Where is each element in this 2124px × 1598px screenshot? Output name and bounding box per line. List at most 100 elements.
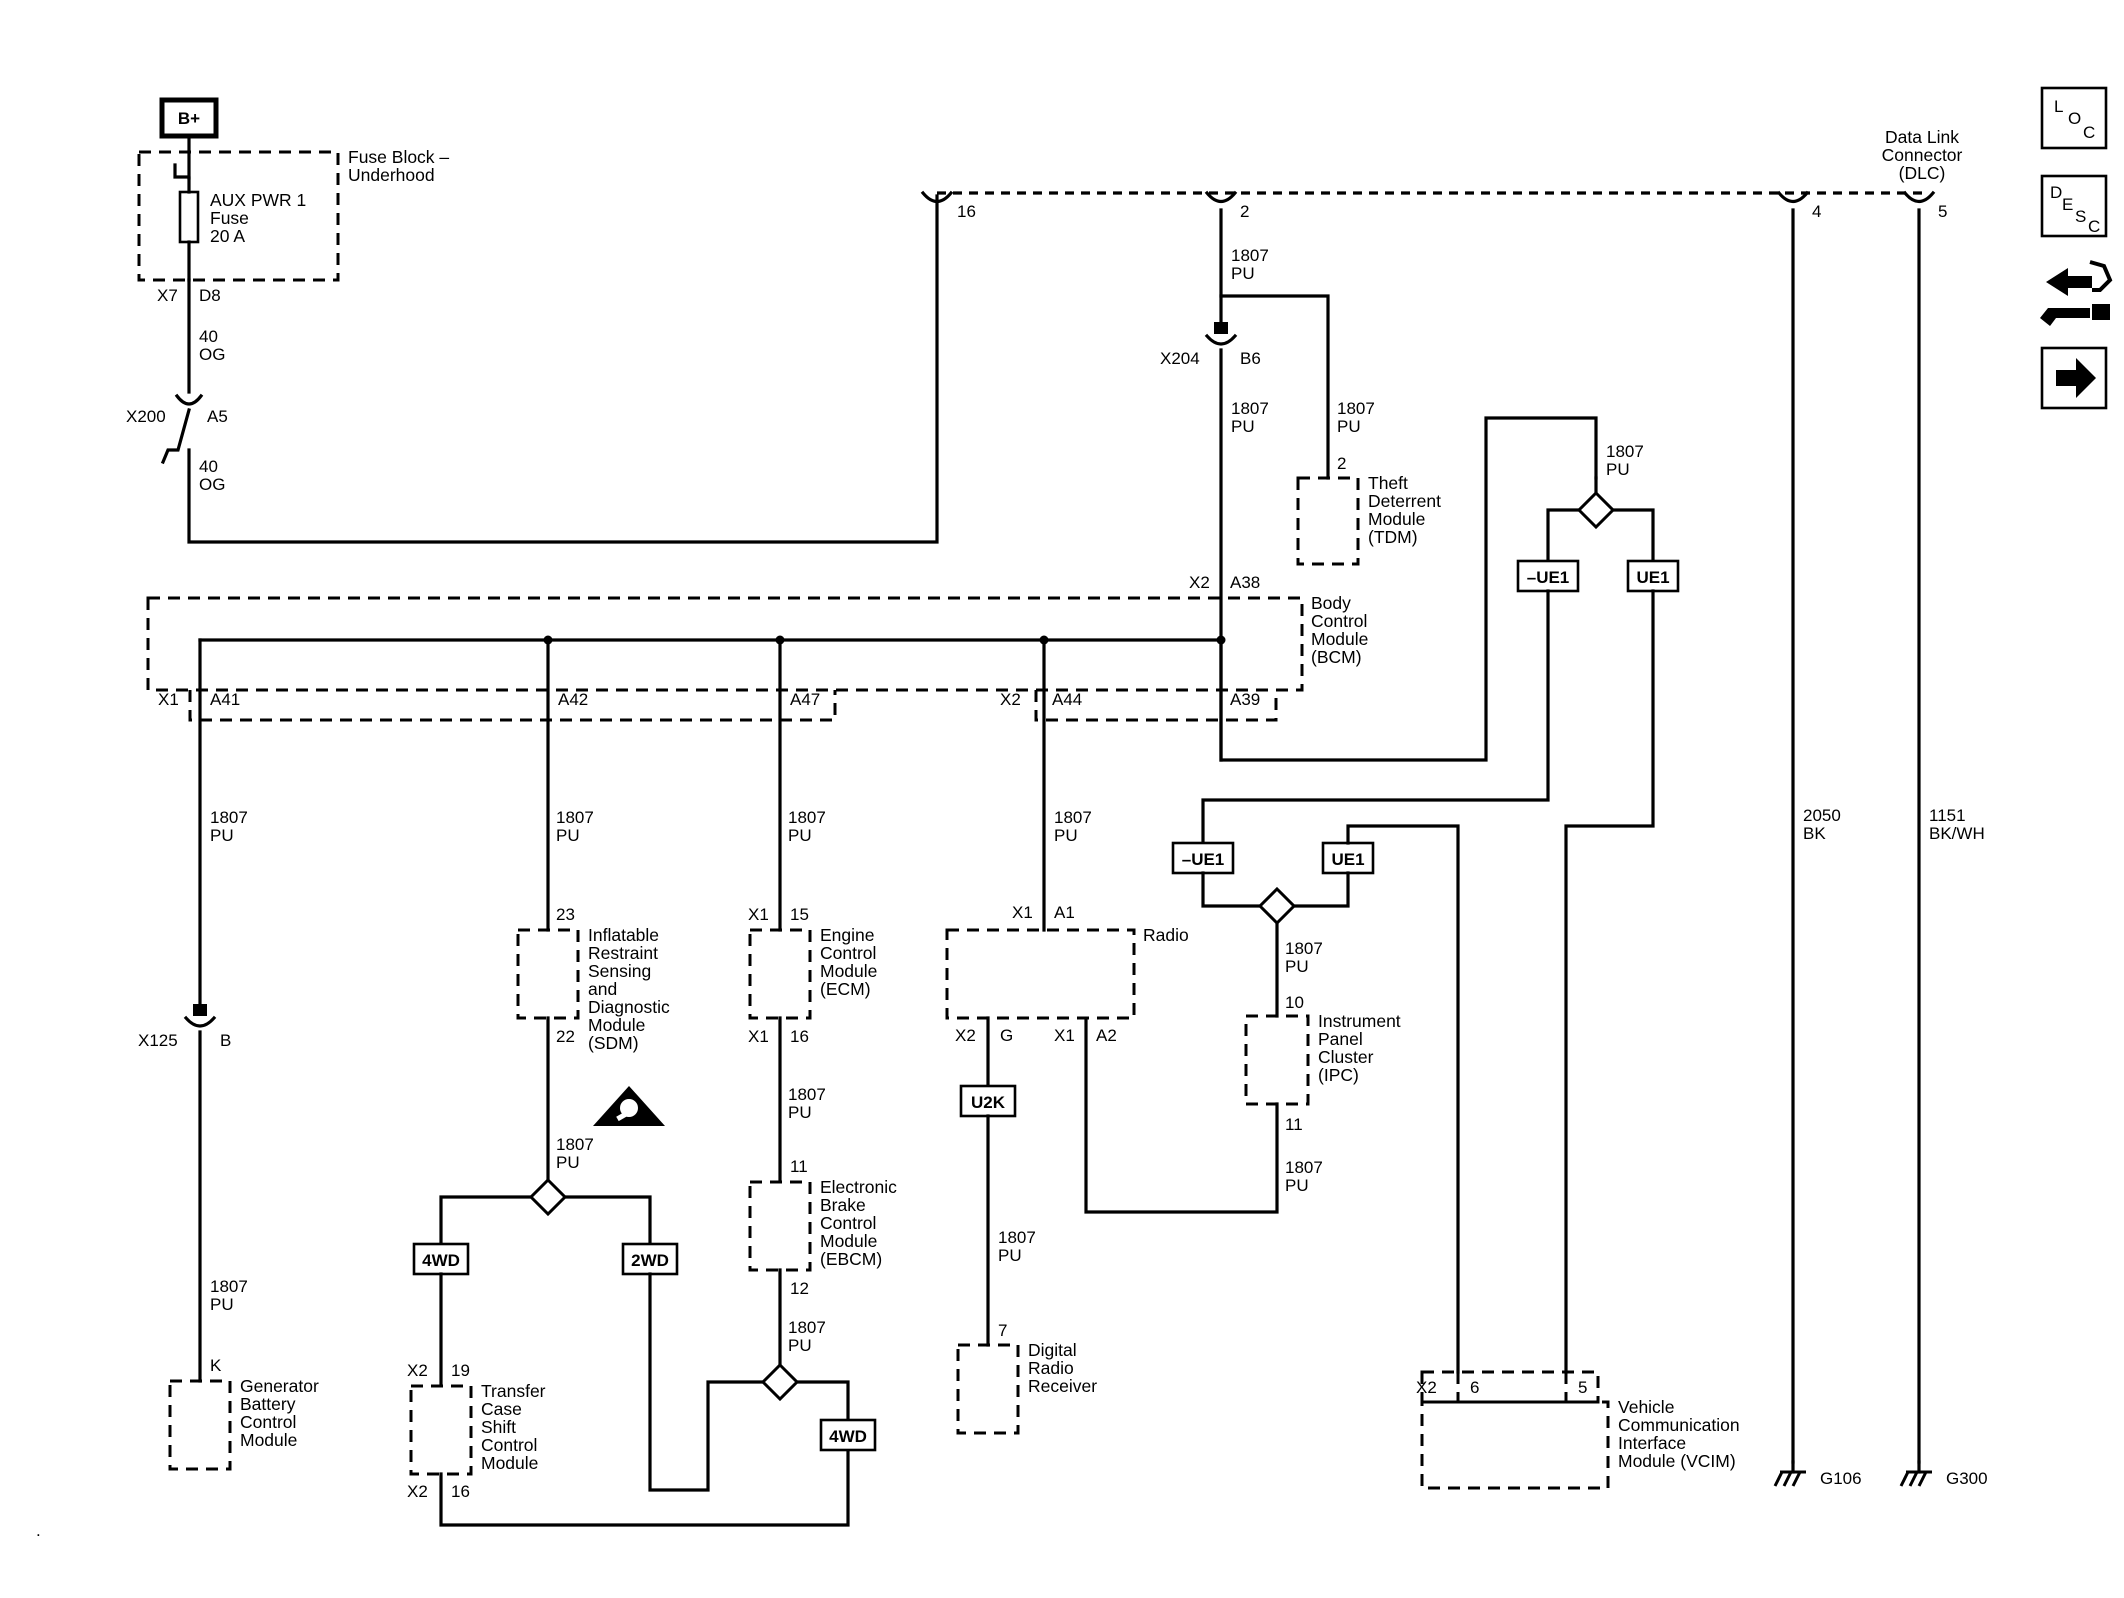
sdm-l1: Inflatable [588, 925, 659, 945]
vcim-x2: X2 [1416, 1378, 1437, 1397]
bcm-x2-bot: X2 [1000, 690, 1021, 709]
tdm-l3: Module [1368, 509, 1425, 529]
sdm-l5: Diagnostic [588, 997, 670, 1017]
ecm-x1-bot: X1 [748, 1027, 769, 1046]
ebcm-pin-out: 12 [790, 1279, 809, 1298]
sdm-l3: Sensing [588, 961, 651, 981]
dlc-line-1: Data Link [1885, 127, 1959, 147]
pu-col-15: PU [998, 1246, 1022, 1265]
opt-4wd-left-text: 4WD [422, 1251, 460, 1270]
ecm-module: X1 15 Engine Control Module (ECM) X1 16 [748, 905, 877, 1046]
g106-label: G106 [1820, 1469, 1862, 1488]
bcm-a47: A47 [790, 690, 820, 709]
fuse-block-label-1: Fuse Block – [348, 147, 449, 167]
g300-label: G300 [1946, 1469, 1988, 1488]
desc-c: C [2088, 217, 2100, 236]
pu-c-4: 1807 [1606, 442, 1644, 461]
ebcm-pin-in: 11 [790, 1157, 808, 1176]
ebcm-l1: Electronic [820, 1177, 897, 1197]
opt-ue1-neg-bot-text: –UE1 [1182, 850, 1225, 869]
dlc-pin-16: 16 [957, 202, 976, 221]
ebcm-l2: Brake [820, 1195, 866, 1215]
fuse-icon [178, 190, 200, 244]
bkwh-circuit: 1151 [1929, 806, 1966, 825]
fuse-block: Fuse Block – Underhood AUX PWR 1 Fuse 20… [137, 147, 449, 282]
gbcm-l3: Control [240, 1412, 296, 1432]
opt-ue1-neg-top-text: –UE1 [1527, 568, 1570, 587]
dlc-pin-2: 2 [1240, 202, 1249, 221]
desc-d: D [2050, 183, 2062, 202]
ground-g300-icon [1899, 1470, 1934, 1488]
airbag-warning-icon [593, 1086, 665, 1126]
k-label: K [210, 1356, 222, 1375]
pu-c-10: 1807 [556, 1135, 594, 1154]
pu-col-12: PU [788, 1103, 812, 1122]
ipc-l1: Instrument [1318, 1011, 1401, 1031]
bcm-l2: Control [1311, 611, 1367, 631]
gbcm-l4: Module [240, 1430, 297, 1450]
ecm-l2: Control [820, 943, 876, 963]
radio-module: X1 A1 Radio X2 G X1 A2 [945, 903, 1189, 1045]
dlc-line-3: (DLC) [1899, 163, 1946, 183]
bcm-a42: A42 [558, 690, 588, 709]
fuse-pin: D8 [199, 286, 221, 305]
radio-x1-bot: X1 [1054, 1026, 1075, 1045]
pu-col-8: PU [210, 1295, 234, 1314]
vcim-l4: Module (VCIM) [1618, 1451, 1736, 1471]
bkwh-color: BK/WH [1929, 824, 1985, 843]
tcscm-l1: Transfer [481, 1381, 546, 1401]
tcscm-x2-top: X2 [407, 1361, 428, 1380]
vcim-module: X2 6 5 Vehicle Communication Interface M… [1416, 1370, 1740, 1490]
og-circuit-bot: 40 [199, 457, 218, 476]
drr-pin: 7 [998, 1321, 1007, 1340]
bcm-module: Body Control Module (BCM) X2 A38 X1 A41 … [146, 573, 1368, 722]
pu-col-9: PU [556, 826, 580, 845]
gbcm-l1: Generator [240, 1376, 319, 1396]
radio-a2: A2 [1096, 1026, 1117, 1045]
option-u2k: U2K [959, 1084, 1017, 1118]
desc-e: E [2062, 195, 2073, 214]
ecm-pin-in: 15 [790, 905, 809, 924]
ebcm-l4: Module [820, 1231, 877, 1251]
pu-col-11: PU [788, 826, 812, 845]
ipc-pin-out: 11 [1285, 1115, 1303, 1134]
loc-icon[interactable]: L O C [2040, 86, 2108, 150]
pu-col-13: PU [788, 1336, 812, 1355]
x125-label: X125 [138, 1031, 178, 1050]
fuse-block-label-2: Underhood [348, 165, 435, 185]
drr-l1: Digital [1028, 1340, 1077, 1360]
option-ue1-neg-top: –UE1 [1516, 559, 1580, 593]
sdm-l4: and [588, 979, 617, 999]
a5-label: A5 [207, 407, 228, 426]
pu-c-11: 1807 [788, 808, 826, 827]
next-arrow-icon[interactable] [2040, 346, 2108, 410]
ipc-l2: Panel [1318, 1029, 1363, 1049]
x200-label: X200 [126, 407, 166, 426]
connector-x200: X200 A5 [126, 393, 228, 465]
opt-4wd-right-text: 4WD [829, 1427, 867, 1446]
tdm-l2: Deterrent [1368, 491, 1441, 511]
pu-c-12: 1807 [788, 1085, 826, 1104]
drr-l3: Receiver [1028, 1376, 1097, 1396]
radio-x1-top: X1 [1012, 903, 1033, 922]
ecm-pin-out: 16 [790, 1027, 809, 1046]
pu-col-1: PU [1231, 264, 1255, 283]
pu-col-2: PU [1231, 417, 1255, 436]
opt-ue1-bot-text: UE1 [1331, 850, 1364, 869]
pu-col-7: PU [210, 826, 234, 845]
option-ue1-bot: UE1 [1321, 841, 1375, 875]
option-ue1-neg-bot: –UE1 [1171, 841, 1235, 875]
dlc-line-2: Connector [1882, 145, 1963, 165]
sdm-l7: (SDM) [588, 1033, 639, 1053]
option-4wd-right: 4WD [819, 1418, 877, 1452]
desc-icon[interactable]: D E S C [2040, 174, 2108, 238]
dlc-pin-5: 5 [1938, 202, 1947, 221]
dlc-label: Data Link Connector (DLC) [1882, 127, 1963, 183]
bcm-l1: Body [1311, 593, 1351, 613]
connector-repair-icon[interactable] [2040, 260, 2113, 326]
corner-mark: . [36, 1521, 41, 1540]
ground-g106-icon [1773, 1470, 1808, 1488]
loc-l: L [2054, 97, 2063, 116]
vcim-pin5: 5 [1578, 1378, 1587, 1397]
